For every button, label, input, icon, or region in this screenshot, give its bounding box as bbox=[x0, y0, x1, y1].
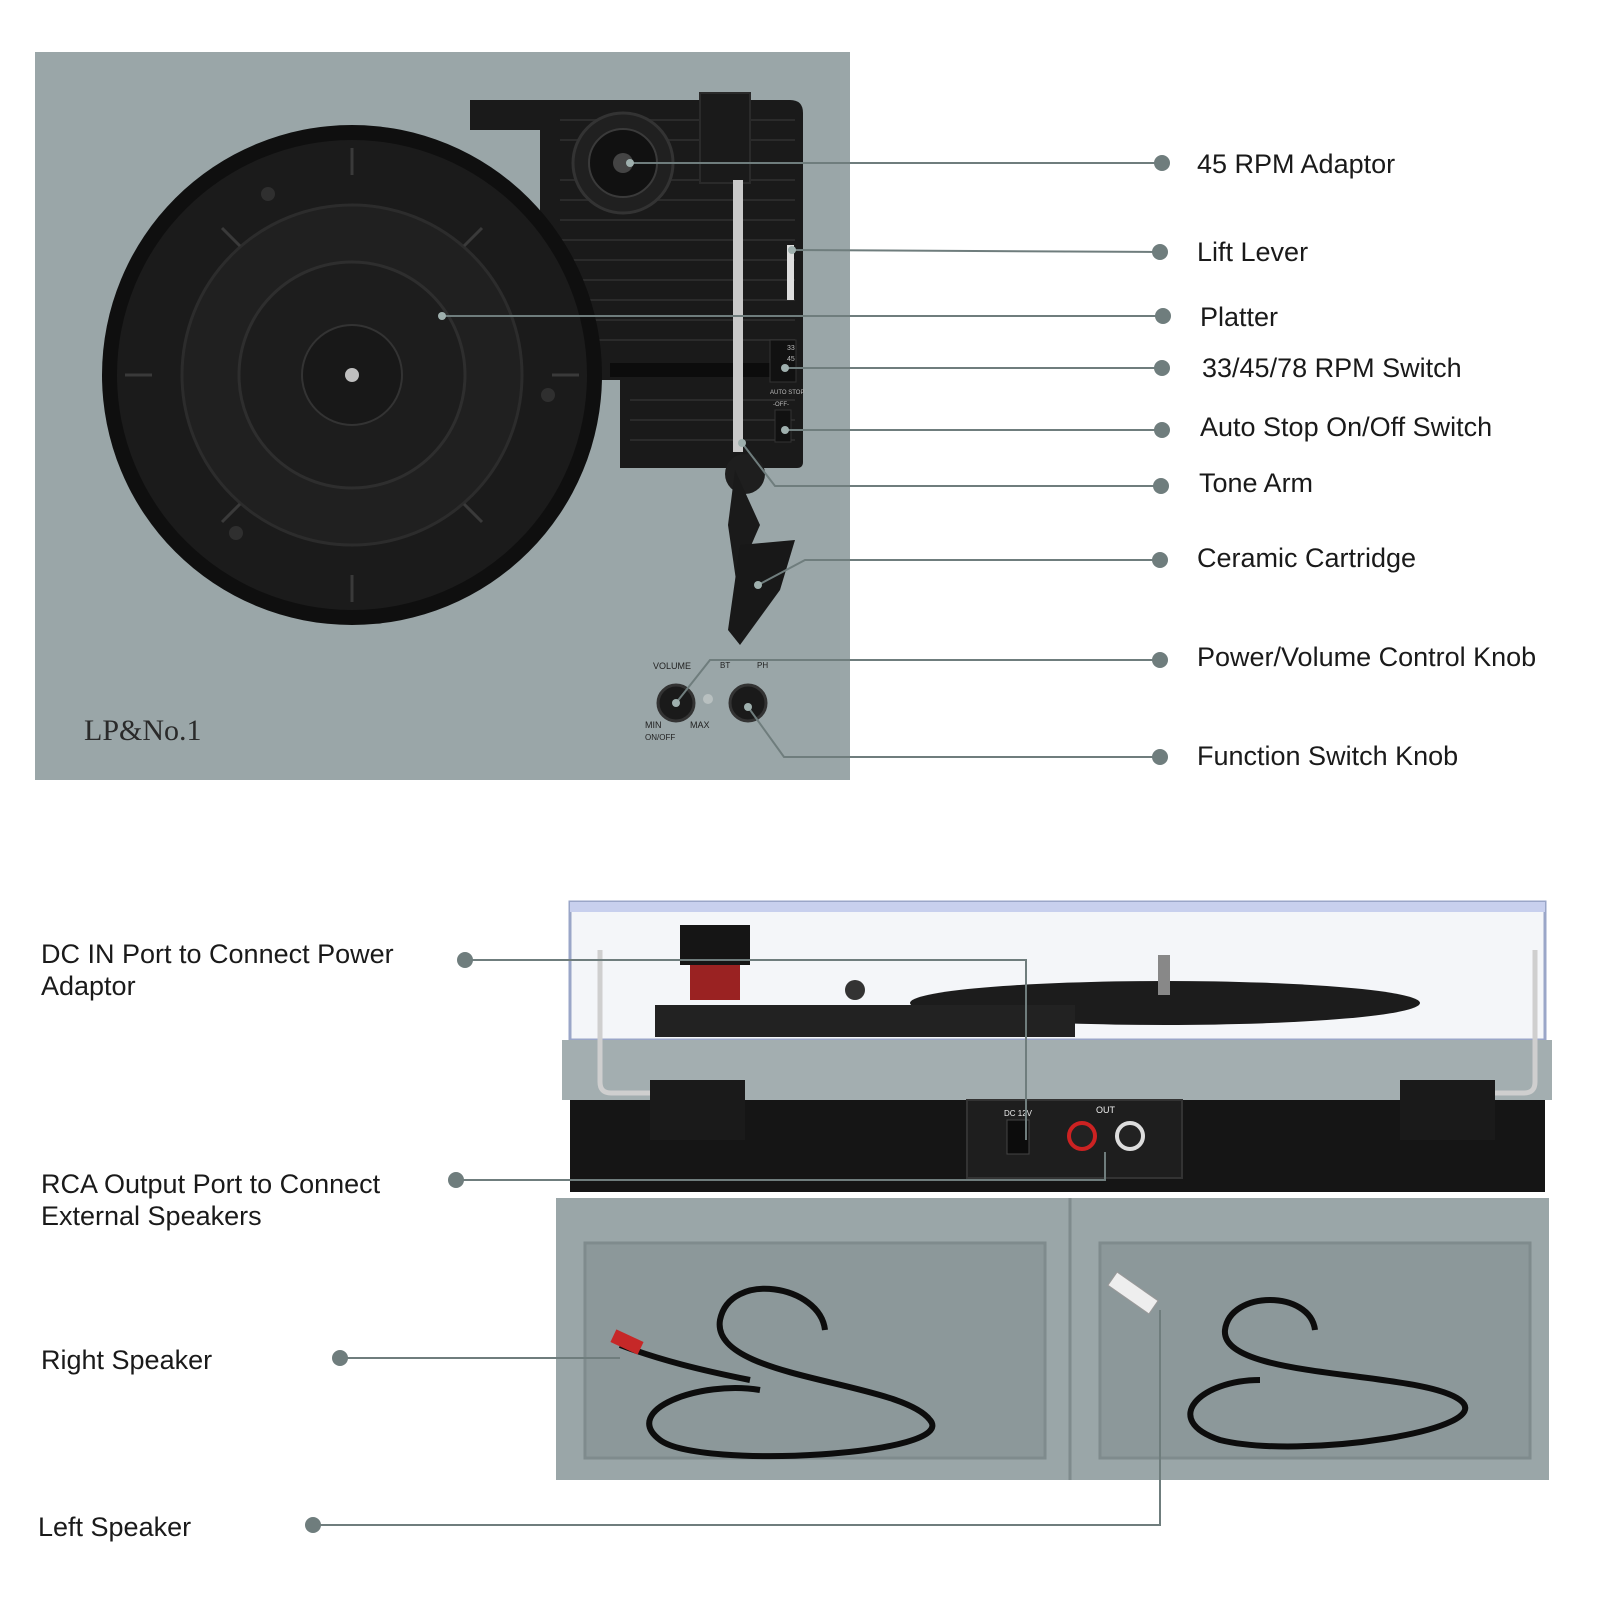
leader-anchor-adaptor bbox=[626, 159, 634, 167]
leader-line-function-knob bbox=[747, 706, 1160, 758]
callout-left-speaker: Left Speaker bbox=[38, 1512, 192, 1542]
callout-ceramic-cartridge: Ceramic Cartridge bbox=[1197, 543, 1417, 573]
leader-dot-cartridge bbox=[1152, 552, 1168, 568]
rca-red-jack bbox=[1067, 1121, 1097, 1151]
base-slot bbox=[610, 363, 770, 377]
leader-dot-platter bbox=[1155, 308, 1171, 324]
leader-dot-auto-stop bbox=[1154, 422, 1170, 438]
callout-45-rpm-adaptor: 45 RPM Adaptor bbox=[1197, 149, 1396, 179]
max-label: MAX bbox=[690, 720, 710, 730]
leader-lines bbox=[305, 155, 1171, 1533]
callout-lift-lever: Lift Lever bbox=[1197, 237, 1309, 267]
onoff-label: ON/OFF bbox=[645, 733, 675, 742]
dc-in-port bbox=[1006, 1119, 1030, 1155]
leader-dot-rca-out bbox=[448, 1172, 464, 1188]
hinge-rods bbox=[597, 950, 1538, 1096]
callout-rca-output: RCA Output Port to Connect External Spea… bbox=[41, 1169, 381, 1231]
callout-right-speaker: Right Speaker bbox=[41, 1345, 213, 1375]
callout-rpm-switch: 33/45/78 RPM Switch bbox=[1202, 353, 1462, 383]
leader-anchor-lift-lever bbox=[788, 246, 796, 254]
leader-line-tone-arm bbox=[741, 442, 1161, 487]
callout-function-knob: Function Switch Knob bbox=[1197, 741, 1459, 771]
out-label: OUT bbox=[1096, 1105, 1116, 1115]
leader-dot-right-speaker bbox=[332, 1350, 348, 1366]
leader-dot-lift-lever bbox=[1152, 244, 1168, 260]
off-label: -OFF- bbox=[773, 402, 789, 408]
rca-plug-right bbox=[610, 1329, 644, 1355]
rpm-switch: 33 45 AUTO STOP -OFF- bbox=[769, 339, 804, 443]
platter bbox=[102, 125, 602, 625]
leader-dot-function-knob bbox=[1152, 749, 1168, 765]
leader-dot-dc-in bbox=[457, 952, 473, 968]
leader-anchor-auto-stop bbox=[781, 426, 789, 434]
bt-label: BT bbox=[720, 661, 730, 670]
rpm-mark-33: 33 bbox=[787, 345, 795, 352]
leader-line-dc-in bbox=[465, 959, 1027, 1140]
leader-line-volume-knob bbox=[675, 659, 1160, 704]
leader-dot-left-speaker bbox=[305, 1517, 321, 1533]
leader-anchor-cartridge bbox=[754, 581, 762, 589]
right-speaker-compartment bbox=[583, 1241, 1047, 1460]
leader-line-rca-out bbox=[456, 1152, 1106, 1181]
base-ribs bbox=[560, 119, 795, 441]
callout-platter: Platter bbox=[1200, 302, 1279, 332]
auto-stop-switch bbox=[774, 409, 792, 443]
left-speaker-compartment bbox=[1098, 1241, 1532, 1460]
lift-lever bbox=[787, 245, 794, 300]
rca-white-jack bbox=[1115, 1121, 1145, 1151]
leader-line-left-speaker bbox=[313, 1310, 1161, 1526]
callout-dc-in-port: DC IN Port to Connect Power Adaptor bbox=[41, 939, 394, 1001]
callout-tone-arm: Tone Arm bbox=[1199, 468, 1314, 498]
leader-dot-volume-knob bbox=[1152, 652, 1168, 668]
power-led bbox=[703, 694, 713, 704]
leader-dot-rpm-switch bbox=[1154, 360, 1170, 376]
left-speaker-cable bbox=[1187, 1297, 1469, 1450]
rear-tonearm-base bbox=[655, 1005, 1075, 1037]
leader-anchor-function-knob bbox=[744, 703, 752, 711]
callout-auto-stop-switch: Auto Stop On/Off Switch bbox=[1200, 412, 1493, 442]
volume-label: VOLUME bbox=[653, 661, 691, 671]
leader-anchor-tone-arm bbox=[738, 439, 746, 447]
leader-line-lift-lever bbox=[791, 249, 1161, 253]
speaker-cabinet bbox=[556, 1198, 1549, 1480]
adaptor-holder bbox=[571, 111, 675, 215]
top-view: 33 45 AUTO STOP -OFF- VOLUME BT PH MIN M… bbox=[35, 52, 850, 780]
rpm-mark-45: 45 bbox=[787, 356, 795, 363]
rear-view: DC 12V OUT bbox=[556, 900, 1552, 1480]
spindle bbox=[1158, 955, 1170, 995]
leader-anchor-volume-knob bbox=[672, 699, 680, 707]
leader-line-cartridge bbox=[757, 559, 1160, 586]
leader-anchor-rpm-switch bbox=[781, 364, 789, 372]
ph-label: PH bbox=[757, 661, 768, 670]
leader-dot-tone-arm bbox=[1153, 478, 1169, 494]
min-label: MIN bbox=[645, 720, 662, 730]
brand-logo: LP&No.1 bbox=[84, 714, 202, 747]
auto-stop-label: AUTO STOP bbox=[770, 390, 804, 396]
leader-dot-adaptor bbox=[1154, 155, 1170, 171]
dc-label: DC 12V bbox=[1004, 1109, 1033, 1118]
hinges bbox=[650, 1080, 1495, 1140]
callout-volume-knob: Power/Volume Control Knob bbox=[1197, 642, 1537, 672]
rca-plug-left bbox=[1107, 1271, 1159, 1315]
leader-anchor-platter bbox=[438, 312, 446, 320]
